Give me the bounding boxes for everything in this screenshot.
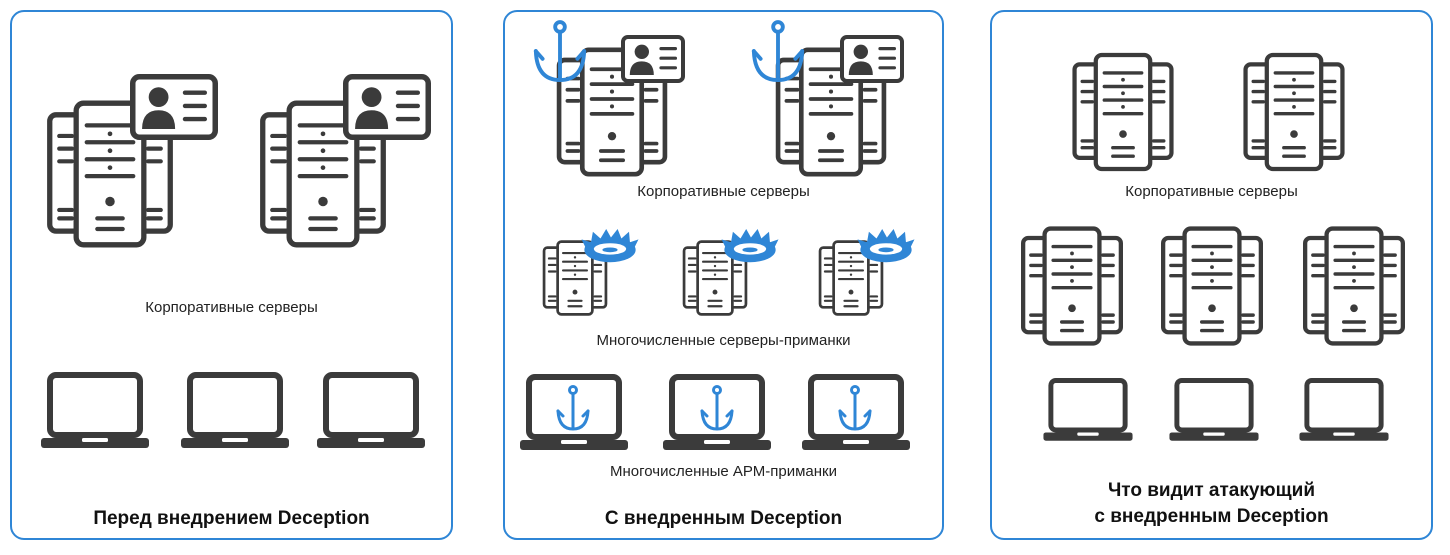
panel-attacker-view: Корпоративные серверы Что видит атакующи… <box>990 10 1433 540</box>
server-cluster-icon <box>1018 226 1126 346</box>
id-card-icon <box>621 35 685 83</box>
servers-label: Корпоративные серверы <box>1125 183 1298 200</box>
laptop-icon <box>180 372 290 452</box>
laptop-icon <box>316 372 426 452</box>
panel-caption: Что видит атакующий с внедренным Decepti… <box>992 478 1431 530</box>
panel-before-deception: Корпоративные серверы Перед внедрением D… <box>10 10 453 540</box>
fishing-hook-icon <box>531 20 589 88</box>
laptop-icon <box>40 372 150 452</box>
server-cluster-icon <box>1243 52 1345 172</box>
fishing-hook-icon <box>749 20 807 88</box>
panel-caption: Перед внедрением Deception <box>12 506 451 532</box>
bear-trap-icon <box>855 228 917 266</box>
server-cluster-icon <box>1158 226 1266 346</box>
fishing-hook-icon <box>697 385 737 435</box>
fishing-hook-icon <box>553 385 593 435</box>
decoy-workstations-label: Многочисленные АРМ-приманки <box>610 463 837 480</box>
caption-line-2: с внедренным Deception <box>1094 506 1329 527</box>
servers-label: Корпоративные серверы <box>145 299 318 316</box>
server-cluster-icon <box>1300 226 1408 346</box>
fishing-hook-icon <box>835 385 875 435</box>
panel-with-deception: Корпоративные серверы Многочисленные сер… <box>503 10 944 540</box>
id-card-icon <box>343 74 431 140</box>
servers-label: Корпоративные серверы <box>637 183 810 200</box>
panel-caption: С внедренным Deception <box>505 506 942 532</box>
laptop-icon <box>1168 378 1260 444</box>
id-card-icon <box>130 74 218 140</box>
caption-line-1: Что видит атакующий <box>1107 480 1316 501</box>
caption-text: С внедренным Deception <box>604 508 843 529</box>
laptop-icon <box>1042 378 1134 444</box>
caption-text: Перед внедрением Deception <box>93 508 370 529</box>
decoy-servers-label: Многочисленные серверы-приманки <box>596 332 851 349</box>
bear-trap-icon <box>719 228 781 266</box>
bear-trap-icon <box>579 228 641 266</box>
id-card-icon <box>840 35 904 83</box>
server-cluster-icon <box>1072 52 1174 172</box>
laptop-icon <box>1298 378 1390 444</box>
